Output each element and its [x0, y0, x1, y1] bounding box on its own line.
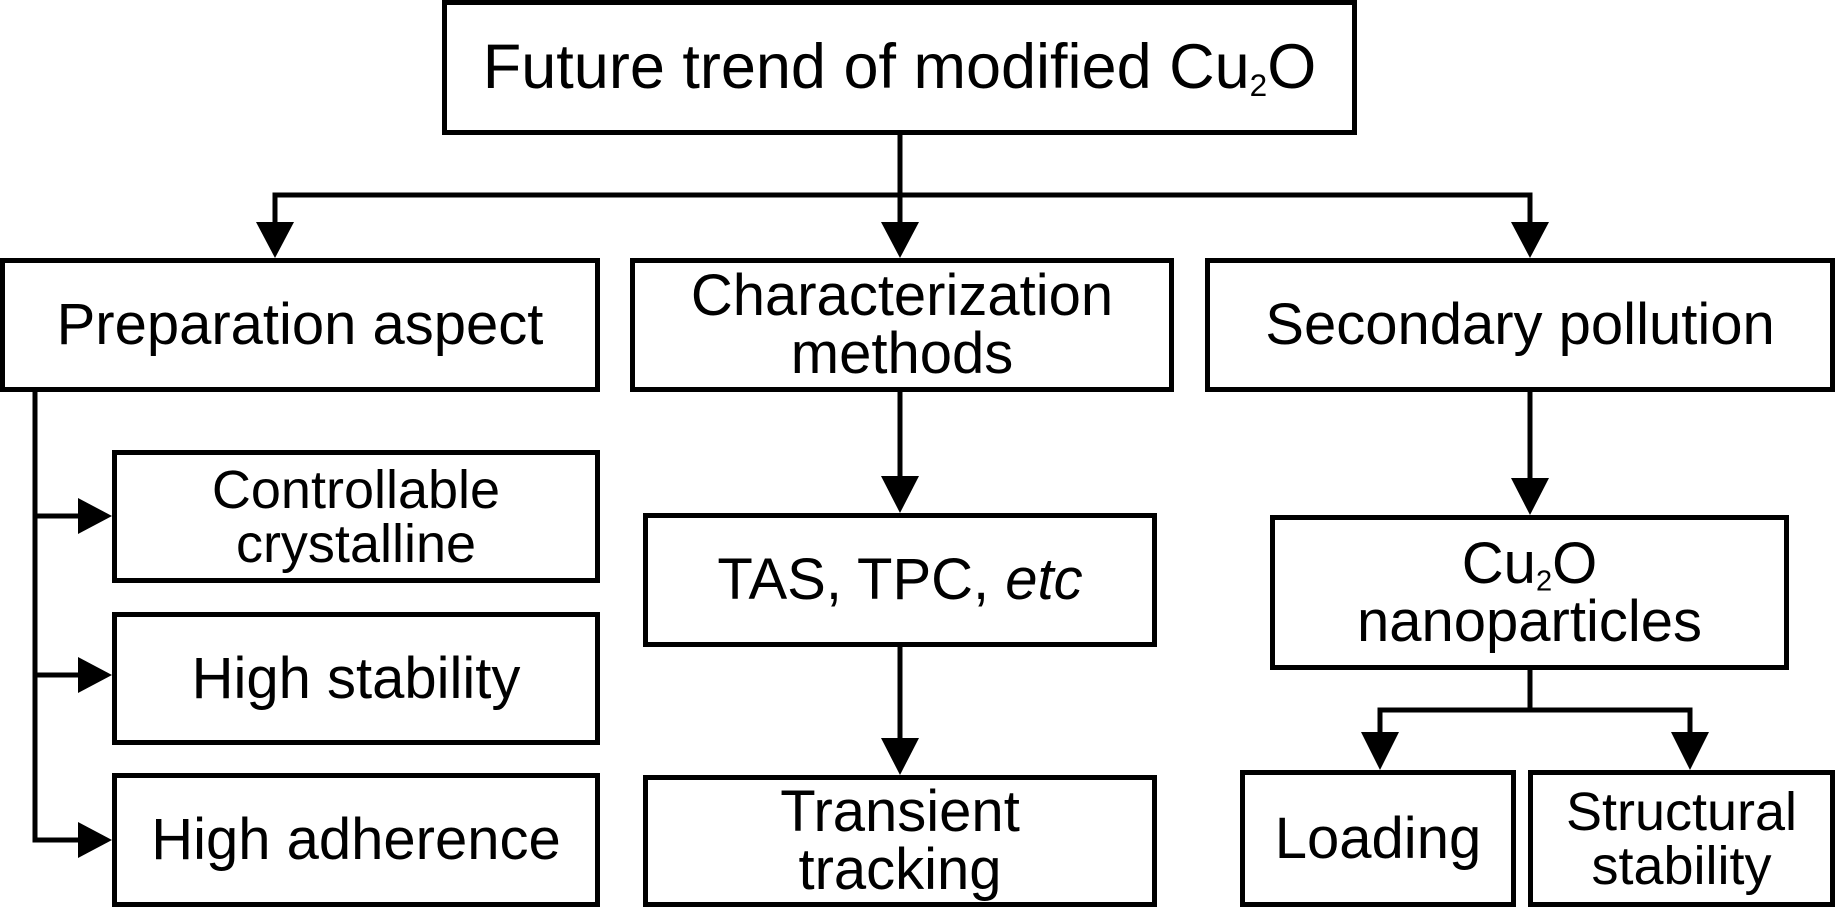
structural-stability-node: Structural stability [1528, 770, 1835, 907]
preparation-aspect-node: Preparation aspect [0, 258, 600, 392]
nanoparticles-subscript: 2 [1535, 564, 1553, 597]
arrowhead-to-tas [881, 476, 919, 513]
nanoparticles-formula: Cu2O [1461, 530, 1598, 597]
high-stability-label: High stability [191, 645, 521, 711]
preparation-title: Preparation aspect [56, 292, 544, 357]
characterization-methods-node: Characterization methods [630, 258, 1174, 392]
nanoparticles-node: Cu2O nanoparticles [1270, 515, 1789, 670]
nanoparticles-line-2: nanoparticles [1357, 588, 1702, 654]
tas-tpc-label: TAS, TPC, etc [717, 547, 1083, 612]
arrowhead-to-preparation [256, 222, 294, 258]
transient-tracking-node: Transient tracking [643, 775, 1157, 907]
root-subscript: 2 [1249, 66, 1268, 103]
tas-tpc-node: TAS, TPC, etc [643, 513, 1157, 647]
controllable-line-2: crystalline [235, 513, 477, 574]
root-title: Future trend of modified Cu2O [482, 32, 1317, 103]
structural-line-2: stability [1591, 835, 1772, 896]
structural-line-1: Structural [1565, 781, 1798, 842]
arrowhead-to-nanoparticles [1511, 478, 1549, 515]
pollution-title: Secondary pollution [1265, 292, 1775, 357]
characterization-line-2: methods [790, 321, 1014, 386]
arrowhead-to-stability [78, 657, 112, 693]
arrowhead-to-loading [1361, 732, 1399, 770]
arrowhead-to-pollution [1511, 222, 1549, 258]
loading-node: Loading [1240, 770, 1516, 907]
arrowhead-to-structural [1671, 732, 1709, 770]
characterization-line-1: Characterization [690, 263, 1114, 328]
arrowhead-to-adherence [78, 822, 112, 858]
arrowhead-to-characterization [881, 222, 919, 258]
secondary-pollution-node: Secondary pollution [1205, 258, 1835, 392]
transient-line-1: Transient [780, 779, 1020, 844]
arrowhead-to-tracking [881, 738, 919, 775]
controllable-line-1: Controllable [211, 459, 501, 520]
high-adherence-label: High adherence [151, 807, 561, 872]
high-stability-node: High stability [112, 612, 600, 745]
transient-line-2: tracking [798, 837, 1002, 902]
arrowhead-to-controllable [78, 498, 112, 534]
loading-label: Loading [1274, 805, 1482, 871]
high-adherence-node: High adherence [112, 773, 600, 907]
controllable-crystalline-node: Controllable crystalline [112, 450, 600, 583]
root-node: Future trend of modified Cu2O [442, 0, 1357, 135]
